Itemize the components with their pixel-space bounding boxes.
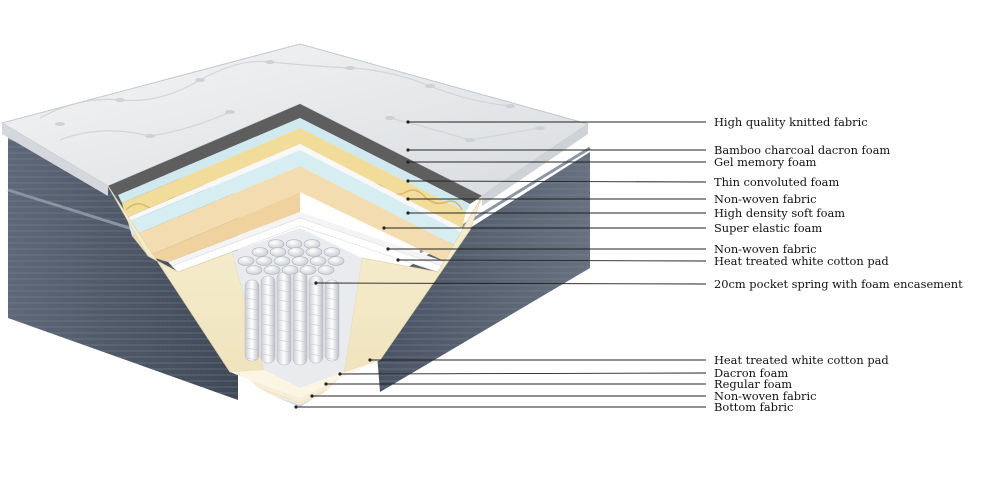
spring-coil-line [261, 313, 275, 317]
spring-coil-line [245, 357, 259, 361]
label-cotton-pad-bottom: Heat treated white cotton pad [714, 353, 889, 367]
spring-column [244, 279, 260, 362]
label-cotton-pad-top: Heat treated white cotton pad [714, 254, 889, 268]
spring-coil-line [325, 347, 339, 351]
spring-coil-line [261, 303, 275, 307]
spring-coil-line [261, 293, 275, 297]
callout-lines [294, 120, 707, 409]
spring-coil-line [277, 339, 291, 343]
spring-coil-line [245, 297, 259, 301]
spring-coil-line [293, 339, 307, 343]
spring-coil-line [293, 279, 307, 283]
spring-coil-line [309, 293, 323, 297]
spring-coil-line [293, 299, 307, 303]
spring-top [285, 239, 303, 249]
label-nonwoven-2: Non-woven fabric [714, 242, 817, 256]
label-regular-foam: Regular foam [714, 377, 792, 391]
spring-coil-line [309, 283, 323, 287]
spring-coil-line [309, 333, 323, 337]
spring-coil-line [293, 329, 307, 333]
label-gel-foam: Gel memory foam [714, 155, 817, 169]
spring-coil-line [325, 287, 339, 291]
spring-coil-line [261, 333, 275, 337]
spring-coil-line [309, 353, 323, 357]
spring-coil-line [261, 323, 275, 327]
label-bamboo-foam: Bamboo charcoal dacron foam [714, 143, 890, 157]
callout-line-cotton-pad-top [397, 259, 707, 262]
spring-coil-line [245, 337, 259, 341]
spring-coil-line [293, 309, 307, 313]
spring-coil-line [325, 297, 339, 301]
callout-line-pocket-spring [315, 282, 707, 285]
spring-top [255, 256, 273, 266]
spring-coil-line [277, 319, 291, 323]
spring-top [281, 265, 299, 275]
spring-column [324, 279, 340, 362]
label-nonwoven-1: Non-woven fabric [714, 192, 817, 206]
label-dacron-foam: Dacron foam [714, 366, 788, 380]
spring-coil-line [245, 307, 259, 311]
spring-top [299, 265, 317, 275]
spring-coil-line [309, 323, 323, 327]
spring-top [317, 265, 335, 275]
label-knitted-fabric: High quality knitted fabric [714, 115, 868, 129]
spring-coil-line [261, 353, 275, 357]
label-convoluted-foam: Thin convoluted foam [714, 175, 839, 189]
spring-coil-line [261, 283, 275, 287]
spring-coil-line [309, 343, 323, 347]
spring-coil-line [325, 337, 339, 341]
spring-coil-line [309, 303, 323, 307]
spring-top [237, 256, 255, 266]
spring-top [303, 239, 321, 249]
spring-coil-line [293, 289, 307, 293]
spring-coil-line [309, 313, 323, 317]
spring-coil-line [277, 279, 291, 283]
spring-coil-line [245, 327, 259, 331]
spring-coil-line [325, 357, 339, 361]
spring-top [305, 247, 323, 257]
spring-top [287, 247, 305, 257]
spring-top [291, 256, 309, 266]
spring-top [309, 256, 327, 266]
label-pocket-spring: 20cm pocket spring with foam encasement [714, 277, 963, 291]
spring-coil-line [277, 329, 291, 333]
spring-coil-line [261, 343, 275, 347]
spring-top [267, 239, 285, 249]
spring-top [327, 256, 345, 266]
spring-top [273, 256, 291, 266]
label-bottom-fabric: Bottom fabric [714, 400, 793, 414]
pocket-spring-core [232, 228, 362, 388]
spring-top [269, 247, 287, 257]
callout-line-convoluted-foam [407, 180, 707, 183]
spring-coil-line [293, 319, 307, 323]
spring-coil-line [277, 289, 291, 293]
spring-top [323, 247, 341, 257]
spring-coil-line [325, 317, 339, 321]
spring-top [251, 247, 269, 257]
spring-top [263, 265, 281, 275]
label-elastic-foam: Super elastic foam [714, 221, 822, 235]
spring-coil-line [245, 287, 259, 291]
spring-coil-line [277, 309, 291, 313]
spring-coil-line [325, 327, 339, 331]
spring-column [260, 275, 276, 364]
spring-coil-line [245, 347, 259, 351]
spring-coil-line [245, 317, 259, 321]
quilted-top-fabric [0, 43, 590, 206]
spring-coil-line [277, 349, 291, 353]
spring-coil-line [277, 299, 291, 303]
label-nonwoven-3: Non-woven fabric [714, 389, 817, 403]
cutaway-layers [108, 104, 482, 273]
spring-coil-line [325, 307, 339, 311]
callout-line-dacron-foam [339, 372, 707, 375]
label-hd-foam: High density soft foam [714, 206, 845, 220]
bottom-layers [230, 360, 380, 407]
spring-coil-line [293, 349, 307, 353]
spring-top [245, 265, 263, 275]
spring-column [308, 275, 324, 364]
